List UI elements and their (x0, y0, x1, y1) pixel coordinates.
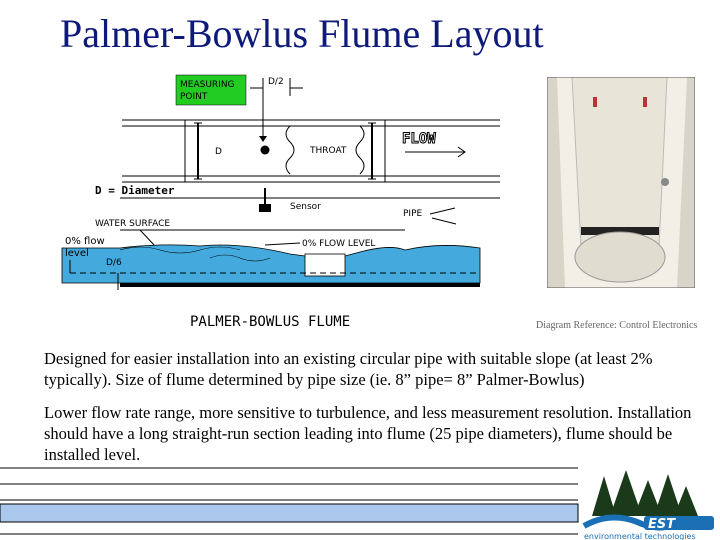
measuring-point-label-box (175, 74, 247, 106)
paragraph-design: Designed for easier installation into an… (44, 349, 653, 389)
sensor-label: Sensor (290, 202, 321, 212)
tree-icon (654, 474, 682, 516)
footer-highlight-bar (0, 503, 579, 523)
flume-diagram: MEASURING POINT D/2 D THROAT FLOW D = Di… (61, 74, 500, 330)
paragraph-limitations: Lower flow rate range, more sensitive to… (44, 403, 692, 464)
diameter-note: D = Diameter (95, 184, 175, 197)
tree-icon (674, 486, 698, 516)
zero-flow-level-caps-label: 0% FLOW LEVEL (302, 239, 375, 249)
tree-icon (592, 476, 616, 516)
logo-text: EST (648, 517, 676, 532)
pipe-label: PIPE (403, 209, 423, 219)
logo-subtext: environmental technologies (584, 532, 696, 540)
est-logo: EST environmental technologies (582, 470, 714, 540)
tree-icon (610, 470, 642, 516)
page-title: Palmer-Bowlus Flume Layout (60, 11, 544, 56)
zero-flow-level-label-2: level (65, 248, 89, 259)
sensor-icon (259, 204, 271, 212)
flume-name-label: PALMER-BOWLUS FLUME (190, 314, 350, 330)
measuring-point-dot (260, 145, 270, 155)
flow-label: FLOW (402, 131, 436, 147)
measuring-point-label-2: POINT (180, 92, 208, 102)
d-label: D (215, 147, 222, 157)
water-surface-label: WATER SURFACE (95, 219, 170, 229)
measuring-point-label-1: MEASURING (180, 80, 235, 90)
d-sixth-label: D/6 (106, 258, 122, 268)
tree-icon (634, 480, 662, 516)
diagram-reference-caption: Diagram Reference: Control Electronics (536, 320, 698, 331)
footer-bars (0, 467, 579, 535)
throat-label: THROAT (309, 146, 347, 156)
zero-flow-level-label-1: 0% flow (65, 236, 105, 247)
water-profile (61, 244, 481, 284)
d-half-label: D/2 (268, 77, 284, 87)
flume-photo (547, 77, 695, 288)
